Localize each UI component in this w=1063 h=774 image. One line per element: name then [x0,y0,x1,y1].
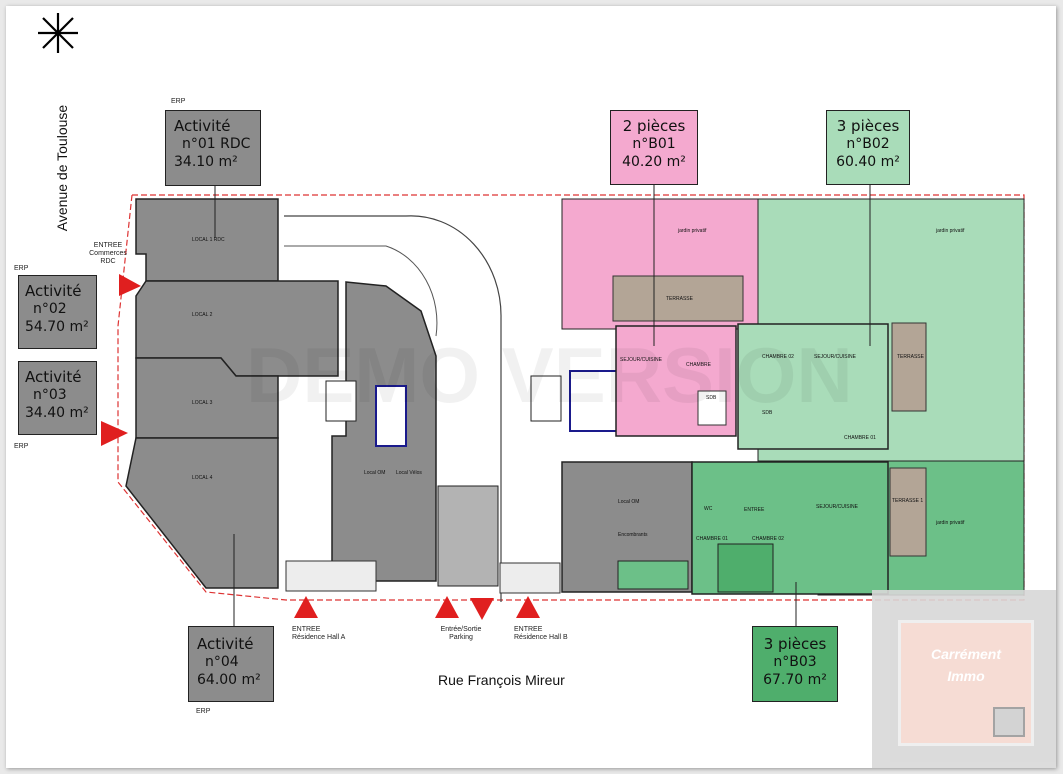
parking-ramp [437,485,499,587]
logo-line2: Immo [947,668,985,684]
logo-line1: Carrément [930,646,1002,662]
unit-type: 3 pièces [763,635,827,653]
plan-label-sejour-b03: SEJOUR/CUISINE [816,504,859,510]
unit-type: Activité [197,635,254,653]
entrance-arrows [101,274,540,620]
plan-label-local-om-a: Local OM [364,470,385,476]
erp-label: ERP [14,443,29,450]
erp-label: ERP [14,265,29,272]
plan-label-jardin3: jardin privatif [935,520,965,526]
carrement-immo-logo: Carrément Immo [872,590,1056,768]
plan-label-local3: LOCAL 3 [192,400,213,406]
unit-number: n°04 [205,654,239,670]
entrance-label-hall-a: ENTREE Résidence Hall A [292,626,346,641]
unit-number: n°B02 [846,136,890,152]
unit-type: Activité [174,117,231,135]
plan-label-local1: LOCAL 1 RDC [192,237,225,243]
unit-area: 60.40 m² [836,154,900,170]
plan-label-encombrants: Encombrants [618,532,648,538]
entrance-arrow-parking-in [435,596,459,618]
entrance-arrow-hall-a [294,596,318,618]
unit-number: n°03 [33,387,67,403]
green-grid [617,560,689,590]
plan-label-chambre-b02a: CHAMBRE 02 [762,354,794,360]
terrasse-pink [612,275,744,322]
plan-label-jardin2: jardin privatif [935,228,965,234]
unit-box-a03: Activité n°03 34.40 m² [18,361,97,435]
unit-area: 67.70 m² [763,672,827,688]
erp-label: ERP [171,98,186,105]
plan-label-sejour-b02: SEJOUR/CUISINE [814,354,857,360]
unit-number: n°01 RDC [182,136,251,152]
plan-label-entree-b03: ENTREE [744,507,765,513]
entrance-arrow-hall-b [516,596,540,618]
floor-plan-frame: DEMO VERSION LOCAL 1 RDC LOCAL 2 LOCAL 3… [6,6,1056,768]
unit-box-a02: Activité n°02 54.70 m² [18,275,97,349]
plan-label-terrasse2: TERRASSE [897,354,925,360]
unit-area: 34.40 m² [25,405,89,421]
logo-square-icon [993,707,1025,737]
plan-label-jardin1: jardin privatif [677,228,707,234]
unit-number: n°B03 [773,654,817,670]
plan-label-terrasse3: TERRASSE 1 [892,498,923,504]
terrasse-green [891,322,927,412]
entrance-label-commerces: ENTREE Commerces RDC [89,242,127,265]
plan-label-local4: LOCAL 4 [192,475,213,481]
plan-label-local-velos: Local Vélos [396,470,422,476]
hall-a-floor [285,560,377,592]
street-avenue-label: Avenue de Toulouse [54,104,70,232]
unit-area: 64.00 m² [197,672,261,688]
plan-label-local2: LOCAL 2 [192,312,213,318]
entrance-arrow-local3 [101,421,128,446]
unit-area: 54.70 m² [25,319,89,335]
plan-label-chambre-b03a: CHAMBRE 01 [696,536,728,542]
plan-label-sdb-b02: SDB [762,410,773,416]
ramp-curve [284,215,502,602]
unit-type: Activité [25,368,82,386]
entrance-label-parking: Entrée/Sortie Parking [440,626,482,641]
floor-plan-drawing: DEMO VERSION LOCAL 1 RDC LOCAL 2 LOCAL 3… [38,13,1025,628]
apartment-b02 [737,323,889,450]
unit-box-a01: Activité n°01 RDC 34.10 m² [165,110,261,186]
entrance-arrow-parking-out [470,598,494,620]
stair-a [375,385,407,447]
unit-type: Activité [25,282,82,300]
plan-label-sdb-b01: SDB [706,395,717,401]
unit-box-b01: 2 pièces n°B01 40.20 m² [610,110,698,185]
watermark-text: DEMO VERSION [246,331,853,419]
unit-box-a04: Activité n°04 64.00 m² [188,626,274,702]
plan-label-local-om-b: Local OM [618,499,639,505]
hall-b-floor [499,562,561,594]
unit-number: n°02 [33,301,67,317]
terrasse-b03 [889,467,927,557]
compass-star-icon [38,13,78,53]
street-rue-label: Rue François Mireur [438,672,565,688]
plan-label-terrasse1: TERRASSE [666,296,694,302]
unit-type: 2 pièces [622,117,686,135]
plan-label-chambre-b01: CHAMBRE [686,362,712,368]
plan-label-chambre-b03b: CHAMBRE 02 [752,536,784,542]
unit-number: n°B01 [632,136,676,152]
unit-type: 3 pièces [836,117,900,135]
unit-box-b03: 3 pièces n°B03 67.70 m² [752,626,838,702]
entrance-arrow-commerces [119,274,141,296]
unit-box-b02: 3 pièces n°B02 60.40 m² [826,110,910,185]
entrance-label-hall-b: ENTREE Résidence Hall B [514,626,568,641]
unit-area: 34.10 m² [174,154,238,170]
erp-label: ERP [196,708,211,715]
plan-label-wc-b03: WC [704,506,713,512]
local-4 [125,437,279,589]
unit-area: 40.20 m² [622,154,686,170]
plan-label-sejour-b01: SEJOUR/CUISINE [620,357,663,363]
plan-label-chambre-b02b: CHAMBRE 01 [844,435,876,441]
